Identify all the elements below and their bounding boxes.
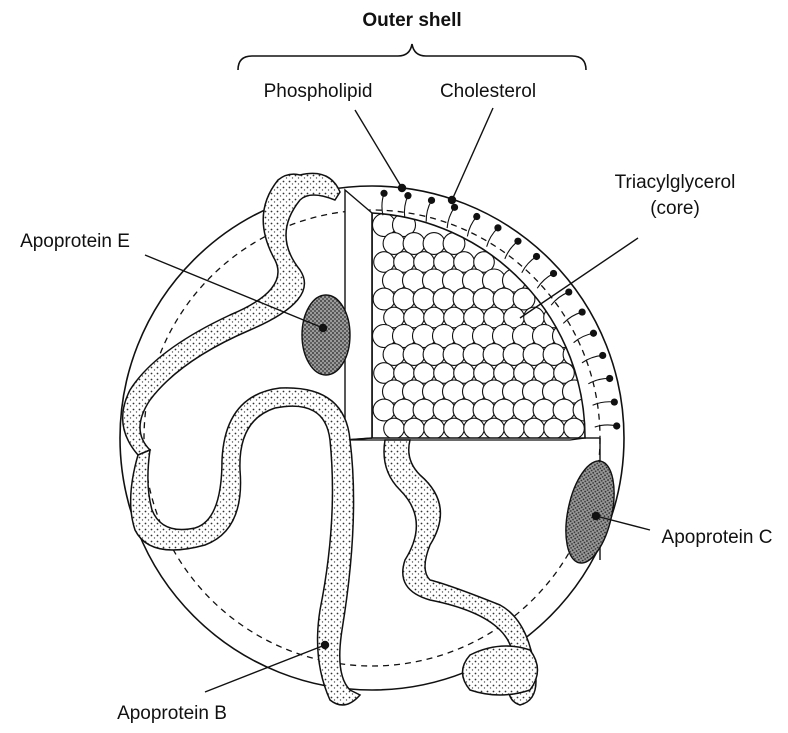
lipid-droplet bbox=[413, 399, 435, 421]
lipid-droplet bbox=[393, 399, 415, 421]
apoprotein-c-label: Apoprotein C bbox=[662, 527, 773, 548]
shell-molecule bbox=[505, 238, 522, 259]
lipid-droplet bbox=[453, 399, 475, 421]
lipid-droplet bbox=[553, 399, 575, 421]
shell-molecule bbox=[487, 224, 502, 246]
lipid-droplet bbox=[524, 418, 545, 439]
shell-molecule bbox=[522, 253, 540, 273]
lipid-droplet bbox=[484, 418, 505, 439]
lipid-droplet bbox=[453, 288, 475, 310]
core-label: (core) bbox=[650, 198, 700, 219]
lipid-droplet bbox=[543, 344, 565, 366]
lipid-droplet bbox=[433, 399, 455, 421]
lipid-droplet bbox=[373, 288, 395, 310]
lipid-droplet bbox=[444, 418, 465, 439]
lipid-droplet bbox=[504, 418, 525, 439]
lipid-droplet bbox=[403, 233, 425, 255]
lipid-droplet bbox=[493, 399, 515, 421]
lipid-droplet bbox=[384, 418, 405, 439]
lipid-droplet bbox=[533, 399, 555, 421]
outer-shell-brace bbox=[238, 44, 586, 70]
triacylglycerol-label: Triacylglycerol bbox=[615, 172, 736, 193]
lipid-droplet bbox=[413, 288, 435, 310]
lipid-droplet bbox=[483, 344, 505, 366]
lipid-droplet bbox=[544, 418, 565, 439]
lipid-droplet bbox=[373, 399, 395, 421]
lipid-droplet bbox=[404, 418, 425, 439]
apoprotein-e-label: Apoprotein E bbox=[20, 231, 130, 252]
lipid-droplet bbox=[564, 418, 585, 439]
shell-molecule bbox=[537, 270, 557, 288]
lipid-droplet bbox=[443, 233, 465, 255]
shell-molecule bbox=[582, 352, 606, 363]
lipid-droplet bbox=[464, 418, 485, 439]
shell-molecule bbox=[595, 422, 621, 429]
lipid-droplet bbox=[473, 288, 495, 310]
cholesterol-label: Cholesterol bbox=[440, 81, 536, 102]
lipid-droplet bbox=[424, 418, 445, 439]
lipid-droplet bbox=[383, 344, 405, 366]
triacylglycerol-core bbox=[372, 213, 602, 443]
cut-face-vertical bbox=[345, 190, 372, 440]
lipid-droplet bbox=[423, 344, 445, 366]
lipid-droplet bbox=[503, 344, 525, 366]
shell-molecule bbox=[551, 288, 572, 305]
lipid-droplet bbox=[523, 344, 545, 366]
lipid-droplet bbox=[463, 344, 485, 366]
shell-molecule bbox=[574, 330, 597, 343]
lipid-droplet bbox=[423, 233, 445, 255]
lipid-droplet bbox=[443, 344, 465, 366]
lipid-droplet bbox=[473, 399, 495, 421]
apoprotein-b-label: Apoprotein B bbox=[117, 703, 227, 724]
phospholipid-label: Phospholipid bbox=[264, 81, 373, 102]
lipid-droplet bbox=[513, 399, 535, 421]
outer-shell-title: Outer shell bbox=[362, 10, 461, 31]
lipid-droplet bbox=[493, 288, 515, 310]
lipid-droplet bbox=[403, 344, 425, 366]
apoprotein-e-particle bbox=[302, 295, 350, 375]
shell-molecule bbox=[593, 398, 618, 405]
shell-molecule bbox=[563, 308, 585, 323]
lipid-droplet bbox=[433, 288, 455, 310]
lipid-droplet bbox=[393, 288, 415, 310]
apoprotein-c-particle bbox=[558, 457, 623, 568]
shell-molecule bbox=[380, 190, 387, 216]
lipid-droplet bbox=[383, 233, 405, 255]
shell-molecule bbox=[467, 213, 480, 236]
